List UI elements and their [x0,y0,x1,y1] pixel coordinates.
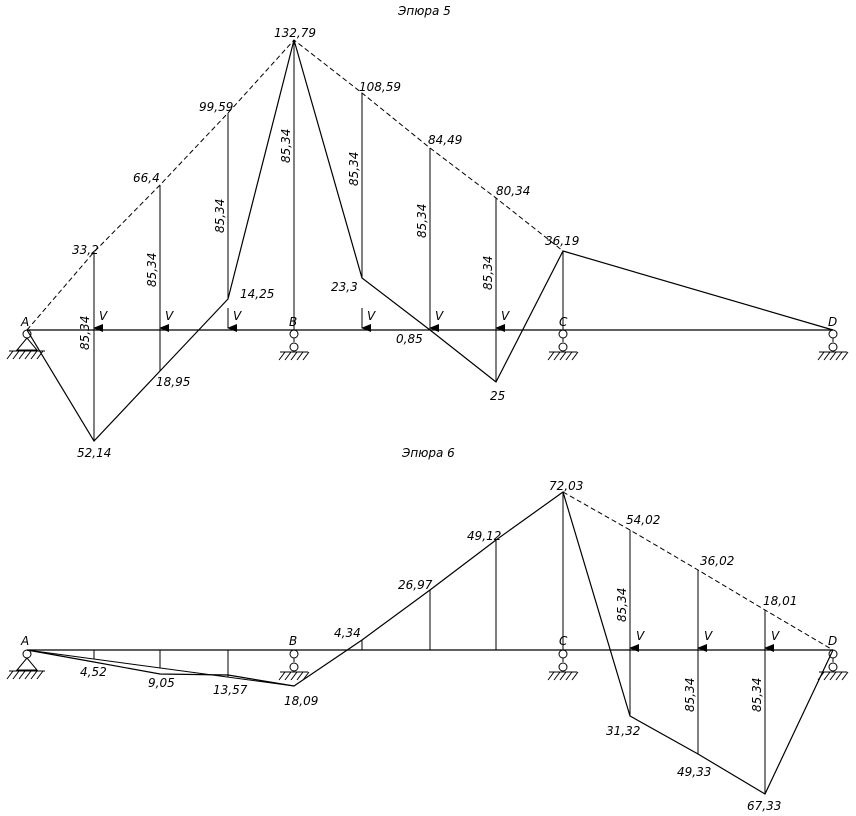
support-c-label: C [559,315,568,329]
diagram-5-title: Эпюра 5 [397,4,451,18]
value-label: 66,4 [133,171,160,185]
diagram-5-force-label: V [367,309,376,323]
support-b-label: B [289,634,297,648]
support-a-pin [6,649,45,680]
diagram-5: Эпюра 5 V V V V V V [6,4,849,460]
support-b-roller [278,329,310,361]
value-label: 36,19 [545,234,579,248]
value-label: 23,3 [331,280,358,294]
value-label-rotated: 85,34 [415,204,429,238]
value-label-rotated: 85,34 [615,588,629,622]
value-label: 49,12 [467,529,501,543]
support-d-label: D [828,315,837,329]
support-a-label: A [20,634,29,648]
diagram-6-force-label: V [704,629,713,643]
support-a-label: A [20,315,29,329]
value-label: 14,25 [240,287,274,301]
support-b-roller [278,649,310,681]
diagram-5-force-label: V [435,309,444,323]
support-d-label: D [828,634,837,648]
diagram-6-title: Эпюра 6 [401,446,455,460]
value-label: 108,59 [359,80,401,94]
diagram-6-force-label: V [771,629,780,643]
value-label: 80,34 [496,184,530,198]
diagram-5-force-label: V [165,309,174,323]
value-label: 54,02 [626,513,660,527]
support-c-label: C [559,634,568,648]
value-label: 26,97 [398,578,433,592]
value-label-rotated: 85,34 [213,199,227,233]
value-label-rotated: 85,34 [279,129,293,163]
value-label: 99,59 [199,100,233,114]
diagram-5-force-label: V [501,309,510,323]
value-label-rotated: 85,34 [78,316,92,350]
support-d-roller [817,329,849,361]
value-label: 0,85 [396,332,423,346]
diagram-5-outline-middle [293,39,834,383]
value-label: 18,09 [284,694,318,708]
diagram-6: Эпюра 6 V V V [6,446,849,813]
value-label: 31,32 [606,724,640,738]
value-label-rotated: 85,34 [750,678,764,712]
support-c-roller [547,329,579,361]
value-label: 18,95 [156,375,190,389]
value-label-rotated: 85,34 [347,152,361,186]
value-label: 49,33 [677,765,711,779]
value-label: 25 [490,389,505,403]
value-label-rotated: 85,34 [145,253,159,287]
value-label: 52,14 [77,446,111,460]
value-label: 84,49 [428,133,462,147]
diagram-6-force-label: V [636,629,645,643]
value-label: 72,03 [549,479,583,493]
value-label: 67,33 [747,799,781,813]
value-label-rotated: 85,34 [683,678,697,712]
value-label: 132,79 [274,26,316,40]
support-d-roller [817,649,849,681]
value-label: 13,57 [213,683,248,697]
support-a-pin [6,329,45,360]
value-label-rotated: 85,34 [481,256,495,290]
support-b-label: B [289,315,297,329]
value-label: 33,2 [72,243,99,257]
value-label: 4,52 [80,665,107,679]
value-label: 9,05 [148,676,175,690]
value-label: 36,02 [700,554,734,568]
value-label: 4,34 [334,626,361,640]
value-label: 18,01 [763,594,797,608]
diagram-5-force-label: V [233,309,242,323]
diagram-5-force-label: V [99,309,108,323]
support-c-roller [547,649,579,681]
